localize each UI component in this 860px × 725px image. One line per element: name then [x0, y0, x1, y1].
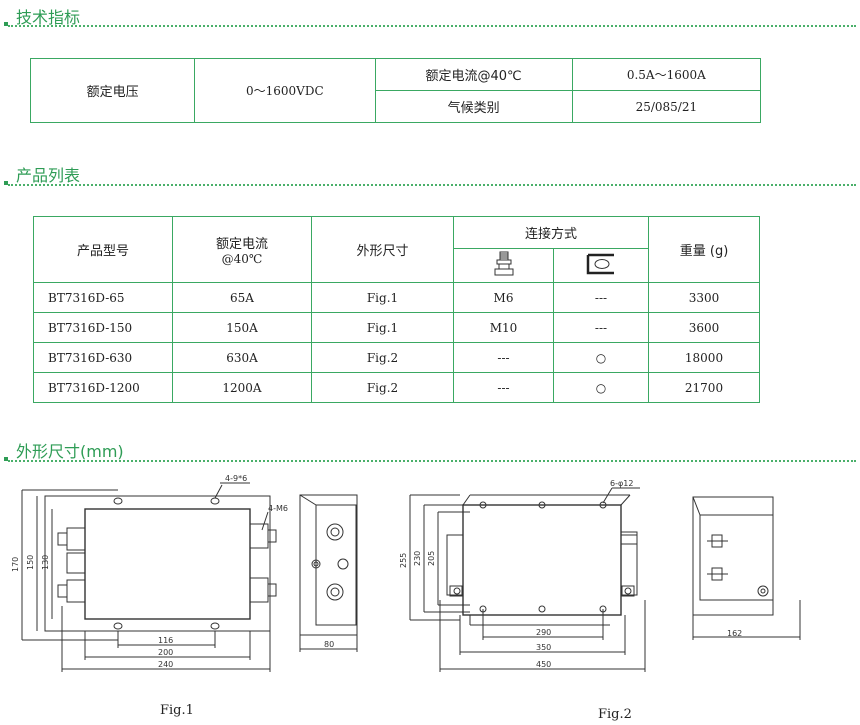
section-title-spec: 技术指标 [16, 8, 81, 27]
spec-voltage-value: 0～1600VDC [194, 58, 376, 123]
spec-current-value: 0.5A～1600A [571, 58, 762, 91]
section-divider [8, 25, 856, 27]
fig1-dim-240: 240 [158, 660, 173, 669]
section-divider [8, 460, 856, 462]
cell-stud: --- [453, 372, 554, 403]
product-table: 产品型号 额定电流 @40℃ 外形尺寸 连接方式 重量 (g) BT7316D-… [33, 216, 760, 403]
cell-model: BT7316D-150 [33, 312, 173, 343]
spec-climate-label: 气候类别 [374, 90, 573, 123]
cell-current: 630A [172, 342, 312, 373]
spec-current-label: 额定电流@40℃ [374, 58, 573, 91]
cell-current: 1200A [172, 372, 312, 403]
cell-current: 65A [172, 282, 312, 313]
fig2-dim-450: 450 [536, 660, 551, 669]
fig2-hole-note: 6-φ12 [610, 479, 633, 488]
cell-stud: M6 [453, 282, 554, 313]
fig2-side-view [692, 496, 801, 640]
cell-weight: 21700 [648, 372, 760, 403]
header-model: 产品型号 [33, 216, 173, 283]
fig2-dim-350: 350 [536, 643, 551, 652]
fig2-dim-290: 290 [536, 628, 551, 637]
fig2-front-view [409, 487, 646, 672]
fig1-terminal-note: 4-M6 [268, 504, 288, 513]
stud-terminal-icon [453, 248, 554, 283]
fig1-dim-170: 170 [11, 557, 20, 572]
section-marker [4, 181, 8, 185]
cell-weight: 18000 [648, 342, 760, 373]
cell-model: BT7316D-1200 [33, 372, 173, 403]
section-marker [4, 457, 8, 461]
header-weight: 重量 (g) [648, 216, 760, 283]
fig2-dim-230: 230 [413, 551, 422, 566]
cell-bar: --- [553, 282, 649, 313]
section-title-dimensions: 外形尺寸(mm) [16, 442, 124, 461]
spec-table: 额定电压 0～1600VDC 额定电流@40℃ 0.5A～1600A 气候类别 … [29, 58, 762, 123]
spec-climate-value: 25/085/21 [571, 90, 762, 123]
fig2-label: Fig.2 [598, 707, 632, 722]
header-size: 外形尺寸 [311, 216, 454, 283]
section-marker [4, 22, 8, 26]
fig1-front-view [21, 482, 277, 672]
fig2-dim-255: 255 [399, 553, 408, 568]
cell-current: 150A [172, 312, 312, 343]
fig1-side-view [299, 494, 358, 652]
fig1-dim-200: 200 [158, 648, 173, 657]
busbar-terminal-icon [553, 248, 649, 283]
fig1-dim-116: 116 [158, 636, 173, 645]
fig1-label: Fig.1 [160, 703, 194, 718]
cell-fig: Fig.1 [311, 282, 454, 313]
cell-fig: Fig.2 [311, 372, 454, 403]
fig2-dim-162: 162 [727, 629, 742, 638]
fig2-dim-205: 205 [427, 551, 436, 566]
header-current-line1: 额定电流 [215, 237, 268, 252]
spec-voltage-label: 额定电压 [29, 58, 196, 123]
fig1-dim-80: 80 [324, 640, 334, 649]
cell-weight: 3600 [648, 312, 760, 343]
cell-stud: --- [453, 342, 554, 373]
fig1-dim-150: 150 [26, 555, 35, 570]
cell-bar: ○ [553, 372, 649, 403]
fig1-hole-note: 4-9*6 [225, 474, 247, 483]
cell-fig: Fig.1 [311, 312, 454, 343]
fig1-dim-130: 130 [41, 555, 50, 570]
section-divider [8, 184, 856, 186]
header-current-line2: @40℃ [221, 252, 263, 266]
section-title-products: 产品列表 [16, 166, 81, 185]
